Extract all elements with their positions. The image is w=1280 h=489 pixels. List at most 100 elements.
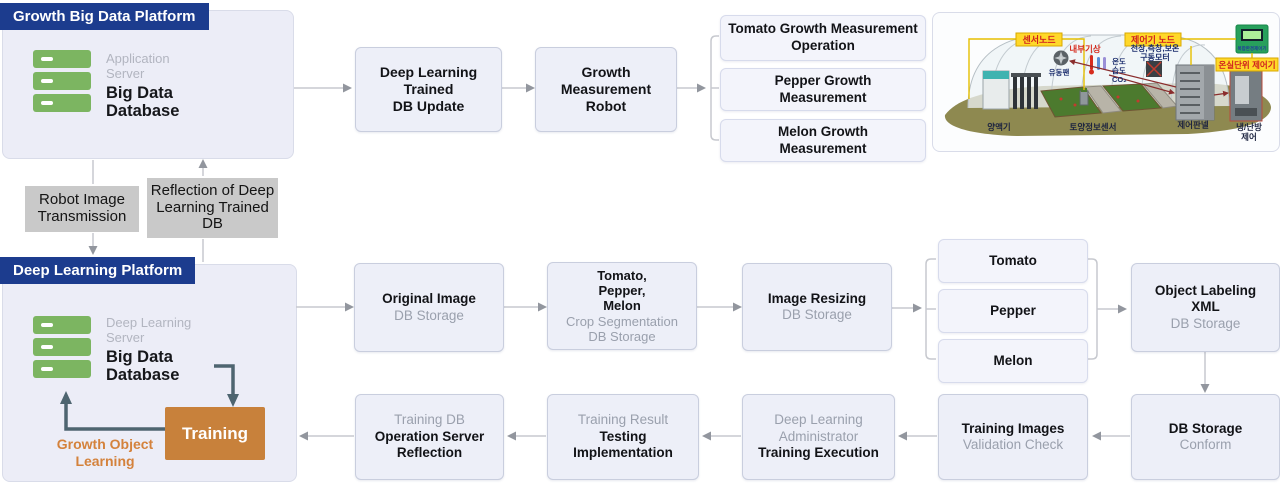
device-caption: 복합환경제어기 — [1238, 45, 1267, 52]
temperature-label: 온도 — [1112, 57, 1126, 66]
fan-label: 유동팬 — [1049, 67, 1070, 77]
humidity-label: 습도 — [1112, 65, 1126, 75]
hvac-label-1: 냉/난방 — [1236, 122, 1262, 132]
server-icon — [33, 50, 91, 112]
reflection-box: Reflection of Deep Learning Trained DB — [147, 178, 278, 238]
deep-platform-title: Deep Learning Platform — [0, 257, 196, 284]
box-main: Training Execution — [758, 445, 879, 461]
controller-node-label: 제어기 노드 — [1124, 32, 1182, 47]
soil-sensor-icon — [1079, 88, 1089, 106]
box-sub: DB Storage — [394, 307, 464, 323]
box-main: Object Labeling XML — [1154, 282, 1257, 315]
growth-server-caption: Application Server — [106, 51, 170, 81]
box-main: Tomato, — [597, 267, 647, 283]
unit-controller-device: 복합환경제어기 — [1235, 24, 1269, 54]
box-sub: DB Storage — [782, 307, 852, 322]
box-line: Growth — [581, 63, 631, 80]
box-sub: Deep Learning Administrator — [774, 412, 863, 444]
bracket-outputs — [710, 35, 719, 141]
hvac-label-2: 제어 — [1241, 132, 1257, 142]
box-main: Testing Implementation — [573, 428, 673, 461]
box-db-storage-conform: DB Storage Conform — [1131, 394, 1280, 480]
box-sub: Training Result — [577, 412, 669, 428]
greenhouse-svg: 복합환경제어기 센서노드 제어기 — [944, 24, 1279, 142]
box-line: Robot — [585, 98, 627, 115]
growth-object-learning-label: Growth Object Learning — [56, 436, 154, 469]
growth-platform-title: Growth Big Data Platform — [0, 3, 209, 30]
deep-server-title: Big Data Database — [106, 347, 180, 385]
box-main: Image Resizing — [767, 290, 867, 306]
box-main: Training Images — [961, 420, 1065, 436]
training-label: Training — [181, 423, 249, 443]
output-pepper-growth: Pepper Growth Measurement — [720, 68, 926, 111]
box-crop-segmentation: Tomato, Pepper, Melon Crop Segmentation … — [547, 262, 697, 350]
box-deep-learning-trained-db-update: Deep Learning Trained DB Update — [355, 47, 502, 132]
box-object-labeling: Object Labeling XML DB Storage — [1131, 263, 1280, 352]
box-main: Melon — [603, 298, 641, 314]
output-label: Pepper Growth Measurement — [774, 72, 872, 105]
unit-controller-label: 온실단위 제어기 — [1215, 57, 1279, 72]
signal-arrows — [1069, 59, 1229, 97]
nutrient-label: 양액기 — [987, 122, 1010, 132]
sensor-wires — [968, 38, 1253, 99]
svg-text:제어기 노드: 제어기 노드 — [1131, 34, 1176, 45]
soil-sensor-label: 토양정보센서 — [1070, 122, 1117, 132]
co2-label: CO₂ — [1112, 75, 1127, 84]
robot-image-transmission-box: Robot Image Transmission — [25, 186, 139, 232]
control-panel-icon — [1175, 64, 1215, 121]
output-tomato-growth: Tomato Growth Measurement Operation — [720, 15, 926, 61]
growth-server-title: Big Data Database — [106, 83, 180, 121]
box-training-images-validation: Training Images Validation Check — [938, 394, 1088, 480]
transfer-label: Reflection of Deep Learning Trained DB — [150, 181, 275, 233]
control-panel-label: 제어판넬 — [1177, 120, 1208, 130]
box-sub: DB Storage — [1170, 315, 1241, 331]
circulation-fan-icon — [1053, 50, 1069, 66]
output-melon-growth: Melon Growth Measurement — [720, 119, 926, 162]
crop-label: Melon — [993, 352, 1033, 368]
box-sub: Validation Check — [962, 437, 1064, 452]
box-main: DB Storage — [1168, 420, 1243, 436]
bracket-crops-right — [1087, 258, 1098, 360]
bracket-crops-left — [925, 258, 936, 360]
training-box: Training — [165, 407, 265, 460]
box-main: Operation Server Reflection — [374, 428, 485, 461]
box-sub: Crop Segmentation — [565, 313, 678, 329]
box-sub: Conform — [1179, 437, 1232, 452]
output-label: Tomato Growth Measurement Operation — [728, 21, 918, 53]
box-original-image: Original Image DB Storage — [354, 263, 504, 352]
box-main: Original Image — [382, 291, 476, 307]
box-sub: Training DB — [394, 412, 465, 428]
box-training-execution: Deep Learning Administrator Training Exe… — [742, 394, 895, 480]
crop-label: Pepper — [990, 302, 1036, 318]
svg-text:센서노드: 센서노드 — [1022, 34, 1056, 45]
server-icon — [33, 316, 91, 378]
box-operation-server-reflection: Training DB Operation Server Reflection — [355, 394, 504, 480]
deep-server-caption: Deep Learning Server — [106, 315, 192, 345]
box-testing-implementation: Training Result Testing Implementation — [547, 394, 699, 480]
crop-box-pepper: Pepper — [938, 289, 1088, 333]
crop-box-melon: Melon — [938, 339, 1088, 383]
hvac-unit-icon — [1229, 70, 1263, 122]
internal-weather-label: 내부기상 — [1069, 44, 1100, 54]
transfer-label: Robot Image Transmission — [37, 191, 127, 225]
output-label: Melon Growth Measurement — [778, 123, 868, 156]
box-line: Trained — [403, 80, 454, 97]
motor-label-1: 천장,측창,보온 — [1131, 43, 1180, 53]
growth-server-label: Application Server Big Data Database — [106, 51, 236, 121]
crop-box-tomato: Tomato — [938, 239, 1088, 283]
drive-motor-icon — [1146, 61, 1162, 77]
deep-server-label: Deep Learning Server Big Data Database — [106, 315, 236, 385]
svg-text:온실단위 제어기: 온실단위 제어기 — [1218, 60, 1275, 70]
greenhouse-illustration: 복합환경제어기 센서노드 제어기 — [932, 12, 1280, 152]
crop-label: Tomato — [989, 252, 1037, 268]
nutrient-machine — [982, 70, 1041, 110]
motor-label-2: 구동모터 — [1140, 52, 1169, 62]
sensor-node-label: 센서노드 — [1015, 32, 1063, 47]
box-main: Pepper, — [598, 283, 646, 298]
box-line: Measurement — [560, 80, 652, 97]
box-image-resizing: Image Resizing DB Storage — [742, 263, 892, 351]
box-growth-measurement-robot: Growth Measurement Robot — [535, 47, 677, 132]
box-line: Deep Learning — [379, 63, 478, 80]
box-sub: DB Storage — [588, 328, 656, 344]
